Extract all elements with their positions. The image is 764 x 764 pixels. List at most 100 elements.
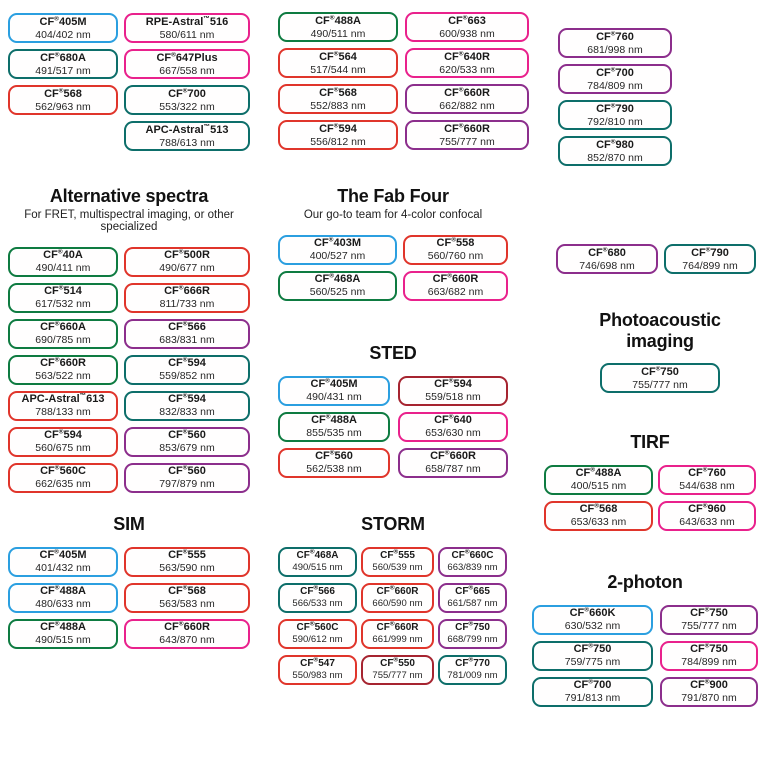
dye-wavelengths: 490/515 nm xyxy=(35,634,91,647)
dye-wavelengths: 490/411 nm xyxy=(35,262,91,275)
dye-wavelengths: 755/777 nm xyxy=(681,620,737,633)
dye-name: CF®560 xyxy=(315,449,353,463)
dye-wavelengths: 566/533 nm xyxy=(292,598,343,610)
dye-wavelengths: 653/633 nm xyxy=(570,516,627,529)
dye-wavelengths: 563/590 nm xyxy=(159,562,215,575)
dye-name: CF®405M xyxy=(39,14,87,28)
section-title: SIM xyxy=(113,514,145,534)
dye-name: CF®568 xyxy=(44,86,82,100)
dye-name: CF®403M xyxy=(313,236,361,250)
section-title: 2-photon xyxy=(607,572,683,592)
dye-wavelengths: 784/809 nm xyxy=(587,79,643,92)
dye-wavelengths: 746/698 nm xyxy=(579,259,635,272)
section-subtitle: For FRET, multispectral imaging, or othe… xyxy=(24,208,234,233)
dye-name: CF®514 xyxy=(44,284,82,298)
dye-wavelengths: 662/635 nm xyxy=(35,478,91,491)
dye-wavelengths: 764/899 nm xyxy=(682,259,738,272)
dye-name: CF®555 xyxy=(168,548,206,562)
dye-wavelengths: 563/522 nm xyxy=(35,370,91,383)
dye-wavelengths: 517/544 nm xyxy=(310,63,366,76)
dye-name: CF®547 xyxy=(300,656,335,670)
dye-wavelengths: 400/515 nm xyxy=(570,480,627,493)
dye-wavelengths: 832/833 nm xyxy=(159,406,215,419)
dye-name: CF®594 xyxy=(168,356,206,370)
dye-wavelengths: 590/612 nm xyxy=(292,634,343,646)
dye-wavelengths: 643/870 nm xyxy=(159,634,215,647)
dye-wavelengths: 404/402 nm xyxy=(35,28,91,41)
dye-wavelengths: 400/527 nm xyxy=(309,250,366,263)
dye-name: CF®500R xyxy=(164,248,210,262)
dye-wavelengths: 560/539 nm xyxy=(372,562,423,574)
dye-name: CF®660R xyxy=(444,85,490,99)
dye-wavelengths: 490/511 nm xyxy=(310,27,366,40)
dye-wavelengths: 755/777 nm xyxy=(439,135,495,148)
dye-wavelengths: 480/633 nm xyxy=(35,598,91,611)
dye-wavelengths: 552/883 nm xyxy=(310,99,366,112)
dye-wavelengths: 491/517 nm xyxy=(35,64,91,77)
dye-wavelengths: 560/675 nm xyxy=(35,442,91,455)
dye-name: CF®560 xyxy=(168,428,206,442)
dye-wavelengths: 797/879 nm xyxy=(159,478,215,491)
dye-wavelengths: 580/611 nm xyxy=(159,28,215,41)
dye-wavelengths: 855/535 nm xyxy=(306,427,362,440)
dye-name: CF®564 xyxy=(319,49,357,63)
section-title: Alternative spectra xyxy=(49,186,209,206)
dye-name: CF®550 xyxy=(380,656,415,670)
dye-name: CF®750 xyxy=(573,642,612,656)
dye-name: CF®468A xyxy=(296,548,339,562)
dye-wavelengths: 643/633 nm xyxy=(679,516,735,529)
dye-name: CF®770 xyxy=(455,656,490,670)
dye-wavelengths: 553/322 nm xyxy=(159,100,215,113)
dye-wavelengths: 668/799 nm xyxy=(447,634,498,646)
dye-name: CF®488A xyxy=(315,13,361,27)
dye-wavelengths: 681/998 nm xyxy=(587,43,643,56)
dye-name: CF®750 xyxy=(690,642,728,656)
dye-name: CF®647Plus xyxy=(156,50,218,64)
dye-wavelengths: 556/812 nm xyxy=(310,135,366,148)
dye-name: CF®900 xyxy=(690,678,728,692)
dye-wavelengths: 490/677 nm xyxy=(159,262,215,275)
dye-name: CF®750 xyxy=(641,365,679,378)
